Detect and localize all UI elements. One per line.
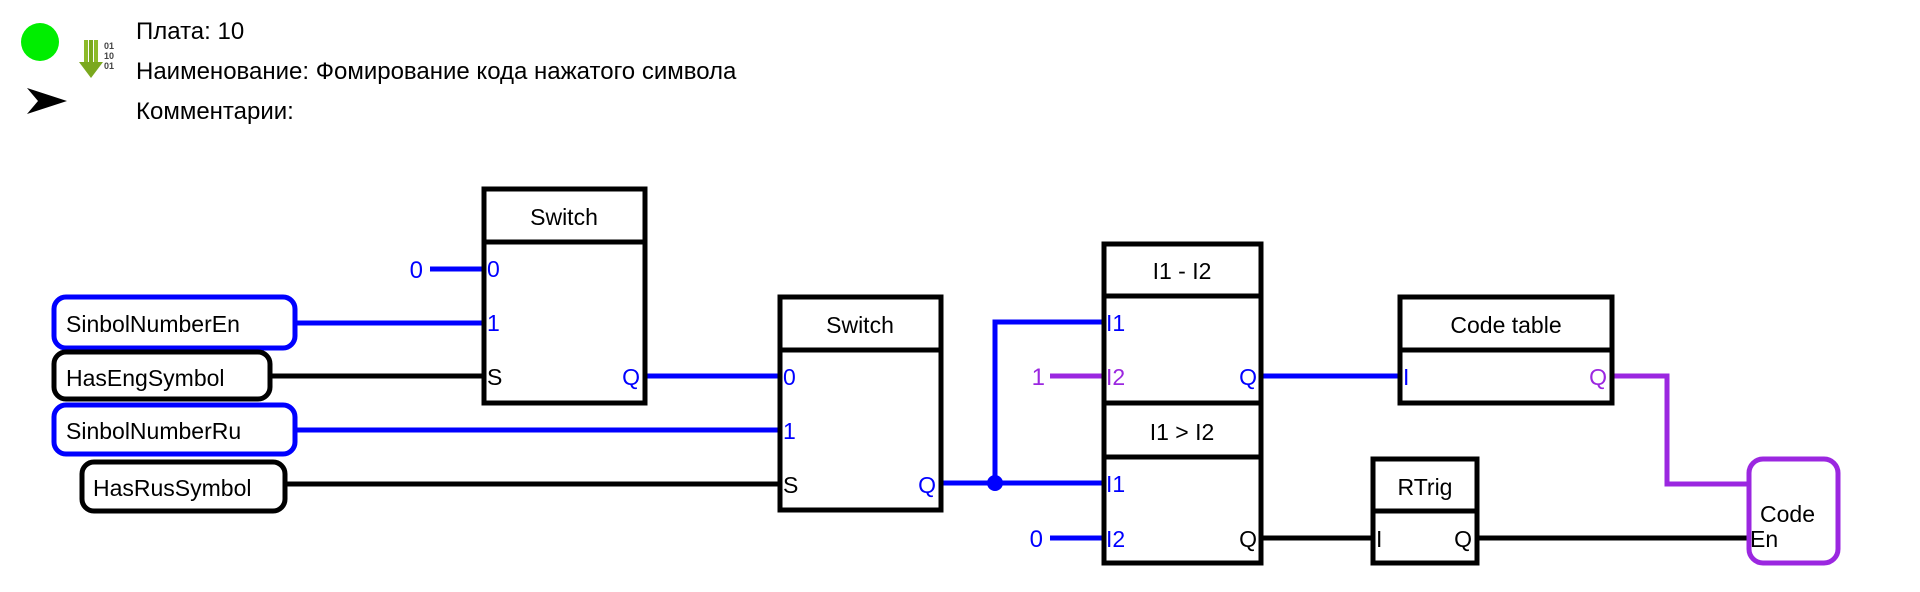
- name-value: Фомирование кода нажатого символа: [315, 58, 737, 85]
- pin-in0: 0: [487, 256, 500, 282]
- name-label: Наименование:: [136, 58, 310, 85]
- input-var-hasrussymbol[interactable]: HasRusSymbol: [79, 459, 288, 514]
- block-subtract[interactable]: I1 - I2 I1 I2 Q: [1101, 241, 1264, 406]
- binary-download-icon[interactable]: 01 10 01: [79, 40, 114, 78]
- svg-text:01: 01: [104, 41, 114, 51]
- block-code-table[interactable]: Code table I Q: [1397, 294, 1615, 406]
- const-sub-i2[interactable]: 1: [1032, 364, 1045, 391]
- pin-out: Q: [1589, 364, 1607, 390]
- input-var-hasengsymbol[interactable]: HasEngSymbol: [51, 349, 273, 402]
- wire-switch2-sub[interactable]: [992, 319, 1102, 483]
- status-ok-circle-icon: [21, 23, 59, 61]
- block-rtrig[interactable]: RTrig I Q: [1370, 456, 1480, 566]
- wire-junction: [987, 475, 1003, 491]
- board-number: Плата: 10: [136, 18, 244, 46]
- block-greater-than[interactable]: I1 > I2 I1 I2 Q: [1101, 400, 1264, 566]
- pin-enable: En: [1750, 526, 1778, 552]
- block-title: I1 - I2: [1153, 258, 1212, 284]
- block-title: Switch: [826, 312, 894, 338]
- program-comment: Комментарии:: [136, 98, 294, 126]
- pin-out: Q: [622, 364, 640, 390]
- block-title: RTrig: [1398, 474, 1453, 500]
- pin-in: I: [1376, 526, 1382, 552]
- const-gt-i2[interactable]: 0: [1030, 526, 1043, 553]
- block-switch-2[interactable]: Switch 0 1 S Q: [777, 294, 944, 513]
- header-icons: 01 10 01: [21, 23, 114, 114]
- pin-in: I: [1403, 364, 1409, 390]
- pin-i1: I1: [1106, 471, 1125, 497]
- input-var-label: SinbolNumberEn: [66, 311, 240, 337]
- board-label: Плата:: [136, 18, 211, 45]
- pin-out: Q: [1239, 364, 1257, 390]
- output-var-label: Code: [1760, 501, 1815, 527]
- pin-i1: I1: [1106, 310, 1125, 336]
- input-var-label: HasRusSymbol: [93, 475, 252, 501]
- svg-text:10: 10: [104, 51, 114, 61]
- wire-codetable-code[interactable]: [1614, 373, 1747, 487]
- svg-text:01: 01: [104, 61, 114, 71]
- input-var-sinbolnumberru[interactable]: SinbolNumberRu: [51, 402, 298, 457]
- output-var-code[interactable]: Code En: [1746, 456, 1841, 566]
- block-title: Code table: [1450, 312, 1561, 338]
- block-title: Switch: [530, 204, 598, 230]
- pin-out: Q: [918, 472, 936, 498]
- input-var-label: SinbolNumberRu: [66, 418, 241, 444]
- arrow-pointer-icon: [27, 88, 67, 114]
- program-name: Наименование: Фомирование кода нажатого …: [136, 58, 736, 86]
- pin-in0: 0: [783, 364, 796, 390]
- pin-in1: 1: [783, 418, 796, 444]
- pin-in1: 1: [487, 310, 500, 336]
- input-var-label: HasEngSymbol: [66, 365, 225, 391]
- pin-sel: S: [783, 472, 798, 498]
- block-title: I1 > I2: [1150, 419, 1215, 445]
- block-switch-1[interactable]: Switch 0 1 S Q: [481, 186, 648, 406]
- pin-i2: I2: [1106, 526, 1125, 552]
- board-value: 10: [217, 18, 245, 45]
- pin-i2: I2: [1106, 364, 1125, 390]
- pin-out: Q: [1454, 526, 1472, 552]
- comment-label: Комментарии:: [136, 98, 294, 125]
- pin-sel: S: [487, 364, 502, 390]
- pin-out: Q: [1239, 526, 1257, 552]
- const-switch1-in0[interactable]: 0: [410, 257, 423, 284]
- input-var-sinbolnumberen[interactable]: SinbolNumberEn: [51, 294, 298, 351]
